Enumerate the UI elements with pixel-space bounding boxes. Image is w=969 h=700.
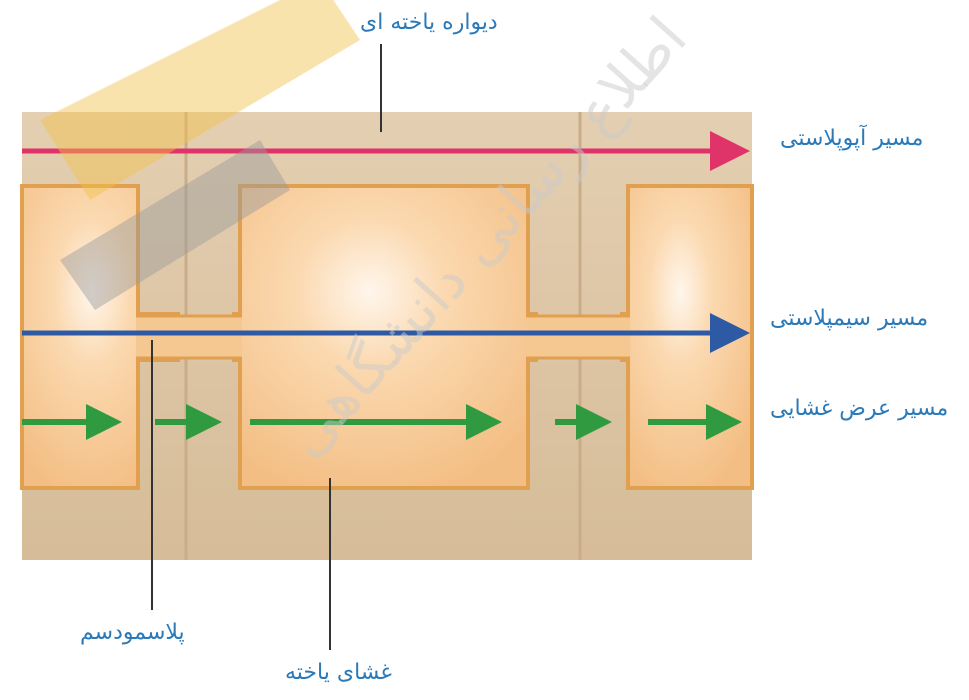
cell-left [20,184,180,490]
watermark-logo [40,0,360,310]
plasmodesma-channel-left [136,316,242,358]
plasmodesma-channel-right [526,316,630,358]
symplast-path-label: مسیر سیمپلاستی [770,306,929,331]
apoplast-path-label: مسیر آپوپلاستی [780,126,924,151]
cell-right [620,184,754,490]
plasmodesma-label: پلاسمودسم [80,620,185,645]
cell-middle [232,184,538,490]
cell-wall-label: دیواره یاخته ای [360,10,498,35]
cell-membrane-label: غشای یاخته [285,660,392,685]
transmembrane-path-label: مسیر عرض غشایی [770,396,949,421]
